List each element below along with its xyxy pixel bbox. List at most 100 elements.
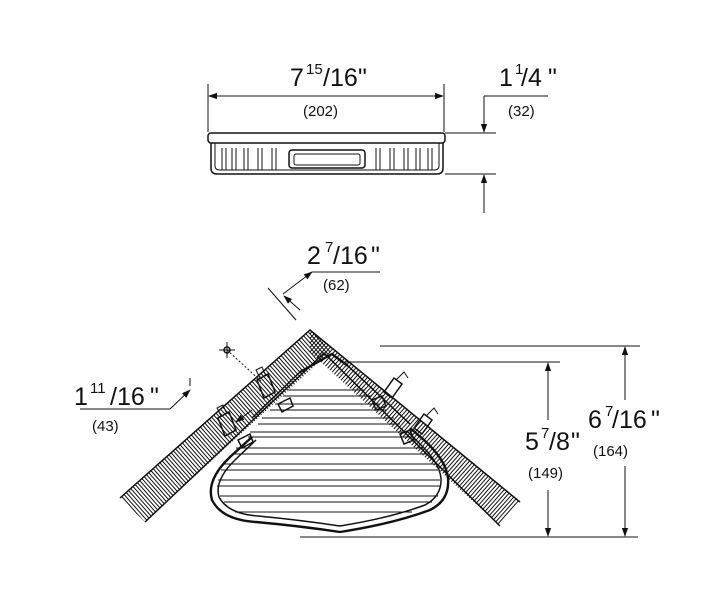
hatch-line — [120, 330, 175, 522]
hatch-line — [120, 330, 167, 522]
right-lower-screw — [425, 407, 439, 417]
mount-offset-num: 11 — [90, 380, 106, 397]
hatch-line — [123, 330, 332, 522]
wall-thickness-inch: " — [371, 242, 380, 270]
hatch-line — [231, 330, 332, 522]
hatch-line — [0, 300, 94, 560]
hatch-line — [120, 330, 143, 522]
dim-basket-depth: 5 7 /8 " (149) — [300, 361, 638, 538]
left-clip-upper — [276, 396, 294, 414]
hatch-line — [0, 300, 156, 560]
hatch-line — [151, 330, 332, 522]
hatch-line — [0, 300, 86, 560]
wall-thickness-whole: 2 — [307, 242, 321, 270]
basket-depth-whole: 5 — [525, 428, 539, 456]
overall-depth-mm: (164) — [593, 443, 628, 460]
dim-top-height: 1 1 /4 " (32) — [499, 61, 557, 120]
hatch-line — [310, 330, 317, 526]
basket-body-outline — [210, 143, 444, 175]
hatch-line — [0, 300, 44, 560]
hatch-line — [0, 300, 164, 560]
side-elevation — [207, 84, 548, 213]
hatch-line — [120, 330, 159, 522]
right-lower-bracket — [412, 412, 434, 436]
hatch-line — [0, 300, 98, 560]
hatch-line — [453, 330, 520, 526]
side-bars — [221, 148, 433, 170]
hatch-line — [0, 300, 76, 560]
hatch-line — [263, 330, 332, 522]
mount-offset-arrow-a — [169, 389, 191, 410]
hatch-line — [0, 300, 140, 560]
hatch-line — [259, 330, 332, 522]
hatch-line — [465, 330, 520, 526]
hatch-line — [0, 300, 42, 560]
wall-thickness-ext — [267, 287, 297, 321]
hatch-line — [120, 330, 187, 522]
hatch-line — [310, 330, 397, 526]
hatch-line — [0, 300, 58, 560]
hatch-line — [22, 300, 252, 560]
hatch-line — [0, 300, 48, 560]
hatch-line — [0, 300, 92, 560]
hatch-line — [0, 300, 16, 560]
hatch-line — [0, 300, 148, 560]
top-width-den: /16 — [323, 64, 358, 92]
frame-edges — [251, 365, 411, 425]
right-mount-hardware — [371, 371, 439, 445]
hatch-line — [42, 300, 272, 560]
hatch-line — [243, 330, 332, 522]
hatch-line — [310, 330, 389, 526]
hatch-line — [310, 330, 385, 526]
hatch-line — [0, 300, 176, 560]
centre-leader — [226, 349, 263, 383]
hatch-line — [311, 330, 332, 522]
hatch-line — [310, 330, 357, 526]
hatch-line — [10, 300, 240, 560]
hatch-line — [34, 300, 264, 560]
left-clip-lower — [236, 432, 254, 450]
overall-depth-whole: 6 — [588, 406, 602, 434]
hatch-line — [14, 300, 244, 560]
hatch-line — [159, 330, 332, 522]
hatch-line — [0, 300, 102, 560]
hatch-line — [120, 330, 331, 522]
hatch-line — [310, 330, 361, 526]
hatch-line — [0, 300, 84, 560]
hatch-line — [120, 330, 163, 522]
hatch-line — [0, 300, 60, 560]
basket-inner-outline — [217, 431, 442, 527]
hatch-line — [0, 300, 70, 560]
hatch-line — [0, 300, 8, 560]
hatch-line — [0, 300, 180, 560]
hatch-line — [0, 300, 72, 560]
hatch-line — [0, 300, 38, 560]
overall-depth-inch: " — [651, 406, 660, 434]
right-upper-bracket — [382, 376, 404, 400]
hatch-line — [310, 330, 377, 526]
hatch-line — [120, 330, 323, 522]
right-upper-screw — [395, 371, 409, 381]
hatch-line — [310, 330, 353, 526]
basket-body-inner — [214, 143, 440, 171]
hatch-line — [0, 300, 32, 560]
hatch-line — [468, 300, 698, 560]
left-upper-screw — [255, 366, 267, 379]
hatch-line — [0, 300, 52, 560]
hatch-line — [120, 330, 332, 522]
hatch-line — [408, 300, 638, 560]
left-mount-hardware — [216, 366, 294, 450]
top-height-inch: " — [548, 64, 557, 92]
wall-thickness-num: 7 — [325, 239, 333, 256]
hatch-line — [310, 330, 349, 526]
wall-inner-edge — [144, 351, 501, 527]
overall-depth-den: /16 — [612, 406, 647, 434]
wall-thickness-arrow-out — [282, 271, 313, 295]
left-lower-screw — [216, 404, 228, 417]
top-height-whole: 1 — [499, 64, 513, 92]
front-window-inner — [293, 153, 361, 166]
hatch-line — [0, 300, 144, 560]
hatch-line — [6, 300, 236, 560]
hatch-line — [0, 300, 28, 560]
